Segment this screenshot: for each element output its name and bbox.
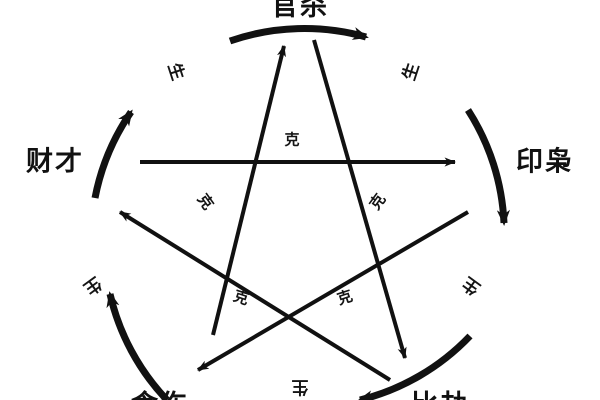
sheng-arc-cai-to-guan <box>91 109 134 199</box>
node-label-shishang-text: 食伤 <box>131 390 189 400</box>
node-label-guansha-text: 官杀 <box>271 0 329 22</box>
ke-arrow-shi-to-guan <box>211 45 286 336</box>
node-label-caicai: 财才 <box>26 149 84 176</box>
ke-arrow-guan-to-bi <box>312 39 407 359</box>
sheng-arc-guan-to-yin <box>228 25 369 45</box>
ke-label-cai-yin-text: 克 <box>284 130 300 149</box>
sheng-label-bi-to-shi-text: 生 <box>291 376 309 397</box>
sheng-label-bi-to-shi: 生 <box>291 376 309 397</box>
node-label-shishang: 食伤 <box>131 392 189 400</box>
node-label-yinxiao: 印枭 <box>516 149 574 176</box>
ke-label-cai-yin: 克 <box>284 130 300 149</box>
sheng-arc-bi-to-shi <box>357 333 473 400</box>
sheng-arc-yin-to-bi <box>465 108 511 226</box>
node-label-guansha: 官杀 <box>271 0 329 20</box>
ke-arrow-bi-to-cai <box>118 210 392 382</box>
node-label-bijie-text: 比劫 <box>411 390 469 400</box>
node-label-yinxiao-text: 印枭 <box>516 146 574 178</box>
node-label-bijie: 比劫 <box>411 392 469 400</box>
ke-arrow-yin-to-shi <box>196 210 470 372</box>
sheng-arc-shi-to-cai <box>106 291 170 400</box>
node-label-caicai-text: 财才 <box>26 146 84 178</box>
sheng-arc-group <box>91 25 511 400</box>
ke-arrow-group <box>118 39 470 382</box>
